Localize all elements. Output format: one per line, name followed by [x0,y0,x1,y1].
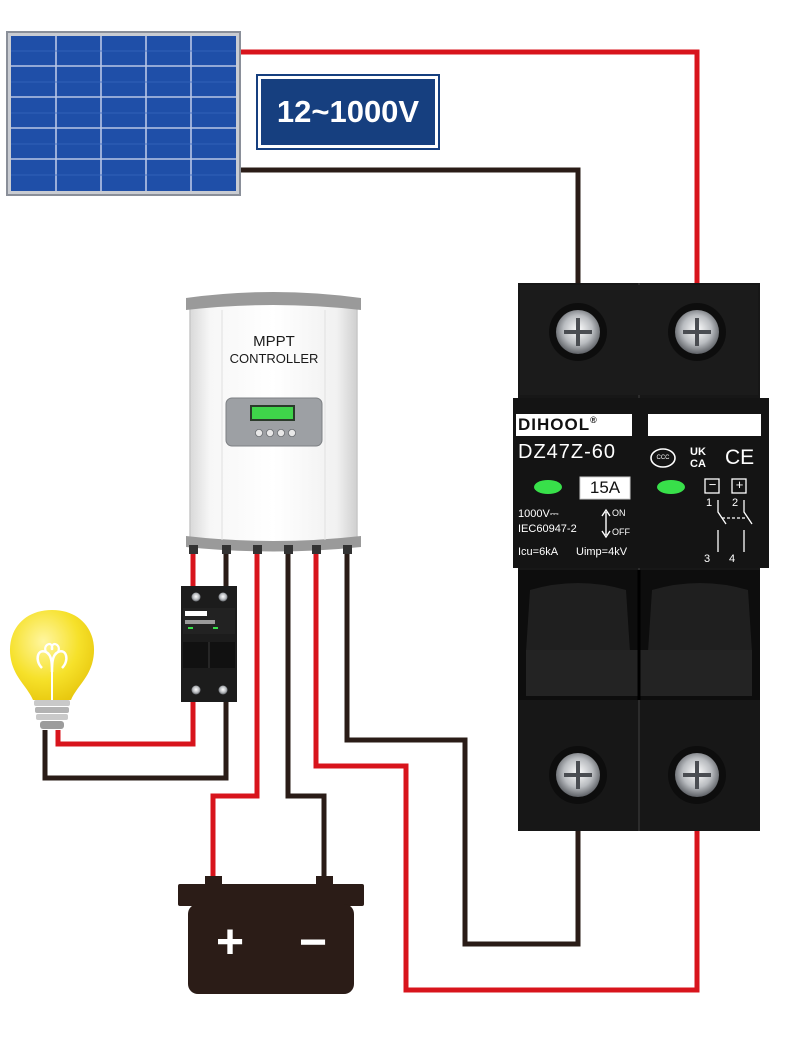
wire-controller-pv-positive [313,553,700,993]
battery-minus-symbol: − [298,916,328,969]
terminal-2-label: 2 [732,497,739,509]
terminal-4-label: 4 [729,553,736,565]
voltage-label: 12~1000V [256,74,440,150]
blank-plate [648,414,761,436]
controller-label-mppt: MPPT [253,333,295,350]
indicator-right [657,480,685,494]
wire-panel-negative [238,167,581,285]
breaker-model: DZ47Z-60 [518,441,617,463]
off-label: OFF [612,527,630,537]
breaker-registered-mark: ® [590,415,598,425]
terminal-3-label: 3 [704,553,711,565]
plus-terminal-symbol: + [735,477,744,492]
ce-mark: CE [725,446,755,469]
ccc-text: CCC [656,455,670,461]
small-breaker [181,586,237,702]
indicator-left [534,480,562,494]
controller-buttons [254,428,296,437]
wire-battery-positive [210,553,260,885]
brand-plate [516,414,632,436]
breaker-uimp: Uimp=4kV [576,546,628,558]
top-screws [549,303,726,361]
battery-icon [178,876,364,994]
wire-bulb-negative [42,700,229,781]
ukca-mark-bottom: CA [690,458,706,470]
bottom-screws [549,746,726,804]
toggle-left [526,583,630,652]
minus-terminal-box [704,478,720,494]
wires [42,49,700,993]
on-off-arrow-icon [601,508,611,539]
ukca-mark-top: UK [690,446,706,458]
light-bulb-icon [9,610,95,729]
solar-panel [6,31,241,196]
ccc-mark-icon [650,448,676,468]
minus-terminal-symbol: − [708,477,717,492]
breaker-brand: DIHOOL® [518,415,598,435]
breaker-voltage: 1000V⎓ [518,508,559,521]
mppt-controller [186,292,361,554]
rating-plate [579,476,631,500]
wire-battery-negative [285,553,327,885]
breaker-voltage-value: 1000V [518,508,550,520]
breaker-icu: Icu=6kA [518,546,559,558]
dc-symbol: ⎓ [549,508,559,520]
breaker-brand-text: DIHOOL [518,415,591,434]
battery-plus-symbol: + [215,916,245,969]
breaker-schematic-icon [717,500,753,552]
breaker-standard: IEC60947-2 [518,523,577,535]
wire-panel-positive [238,49,700,285]
plus-terminal-box [731,478,747,494]
breaker-rating: 15A [589,478,621,497]
wire-controller-pv-negative [344,553,581,947]
toggle-right [648,583,752,652]
terminal-1-label: 1 [706,497,713,509]
main-breaker [513,283,769,831]
controller-label-controller: CONTROLLER [229,351,319,366]
wire-bulb-positive [55,700,196,747]
on-label: ON [612,508,626,518]
